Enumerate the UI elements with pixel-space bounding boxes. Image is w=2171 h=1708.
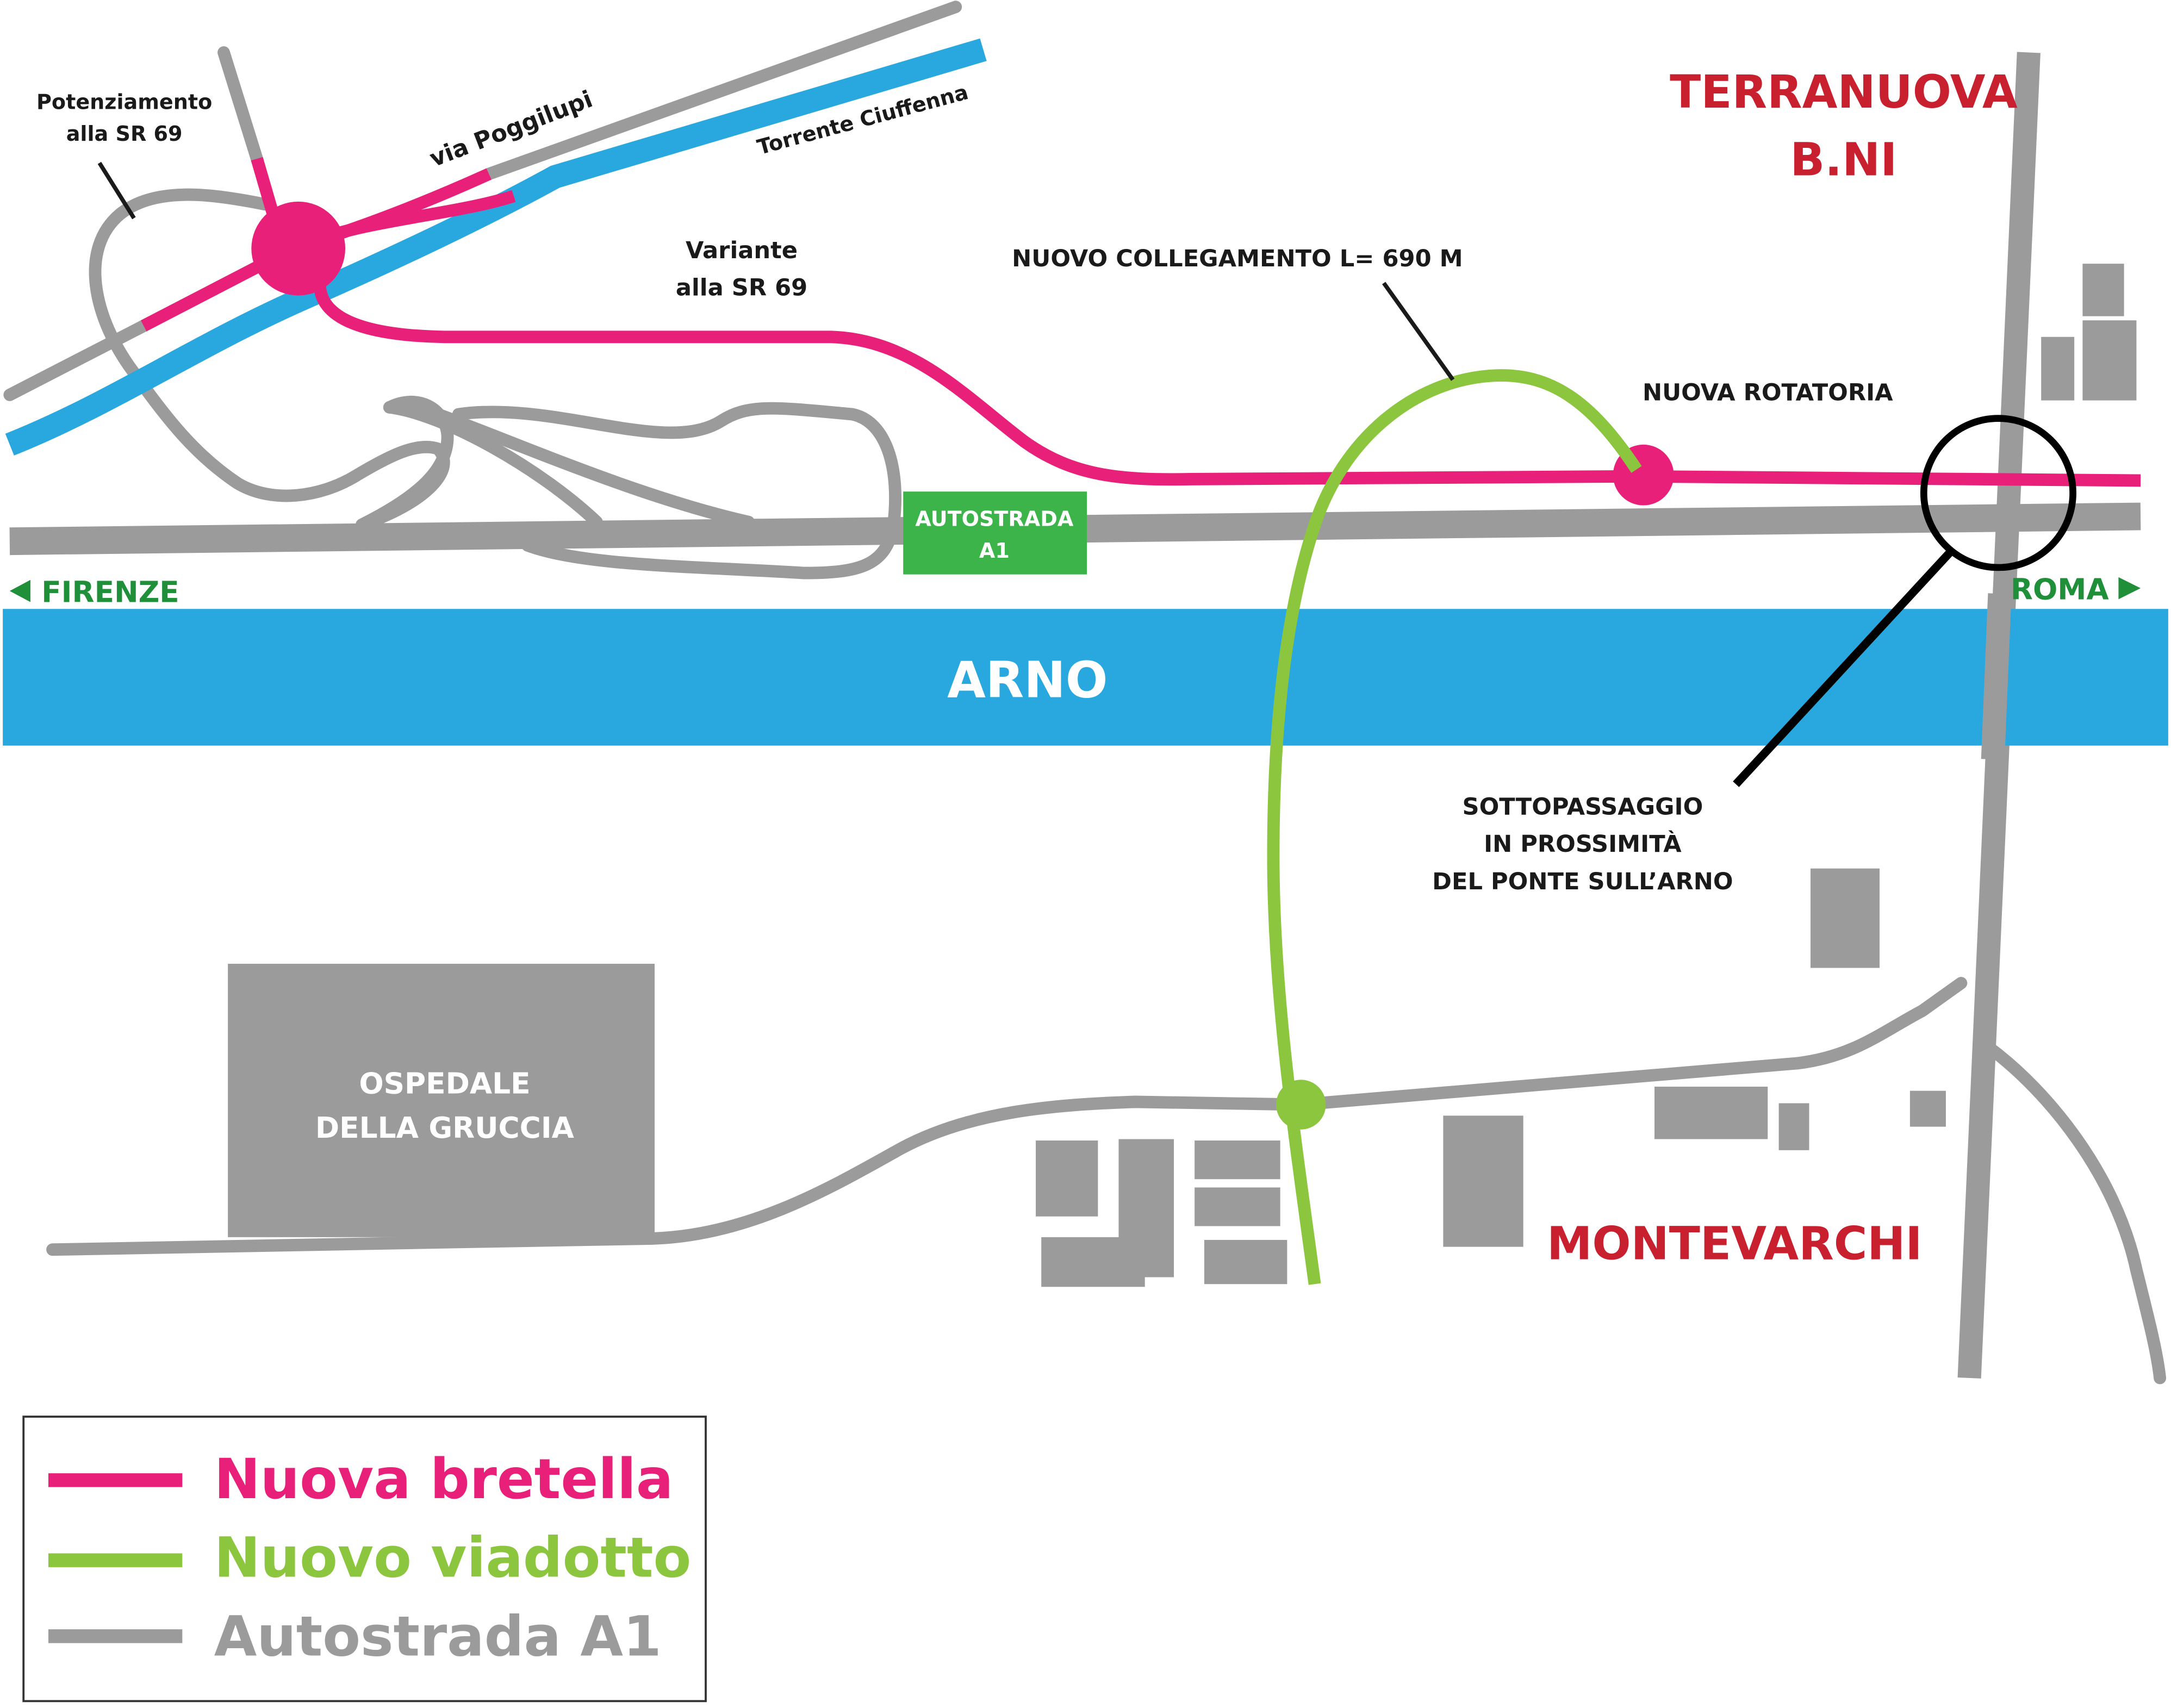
bretella-variante (313, 275, 1637, 486)
building (2041, 336, 2075, 401)
montevarchi-label: MONTEVARCHI (1547, 1217, 1923, 1270)
building (1778, 1103, 1809, 1150)
potenziamento-label-line2: alla SR 69 (66, 122, 183, 146)
nuovo-collegamento-label: NUOVO COLLEGAMENTO L= 690 M (1012, 245, 1463, 272)
firenze-label: FIRENZE (41, 575, 179, 609)
roundabout-sr69 (251, 201, 346, 296)
ramp-west-c (383, 401, 603, 528)
bretella-east (1636, 470, 2141, 487)
ramp-west-b (356, 396, 454, 531)
sottopassaggio-circle (1920, 415, 2076, 571)
potenziamento-label-line1: Potenziamento (36, 90, 212, 114)
autostrada-sign-line1: AUTOSTRADA (915, 507, 1073, 531)
triangle-left-icon (9, 579, 30, 602)
gray-road-network (3, 1, 2167, 1385)
legend-swatch-bretella (48, 1473, 183, 1487)
building (1443, 1115, 1523, 1247)
callout-lines (97, 161, 1455, 381)
ramp-west-d (431, 408, 755, 528)
ramp-east-loop (452, 402, 902, 579)
road-southeast (1985, 1043, 2167, 1385)
sottopassaggio-label-line2: IN PROSSIMITÀ (1484, 830, 1682, 858)
road-sw-gray (3, 320, 150, 401)
building (2082, 264, 2124, 316)
triangle-right-icon (2118, 577, 2141, 600)
terranuova-label-line2: B.NI (1790, 133, 1897, 186)
arno-river (3, 609, 2168, 746)
callout-sottopassaggio (1733, 549, 1954, 787)
nuovo-viadotto-route (1267, 369, 1642, 1285)
roundabout-loop (89, 188, 362, 502)
bridge-arno (1981, 593, 2012, 760)
ospedale-label-line1: OSPEDALE (359, 1067, 530, 1101)
building (1195, 1140, 1280, 1180)
legend-swatch-autostrada (48, 1629, 183, 1643)
variante-label-line1: Variante (686, 237, 798, 264)
sottopassaggio-label-line1: SOTTOPASSAGGIO (1463, 794, 1703, 821)
road-south (46, 977, 1968, 1256)
hospital-block (228, 963, 655, 1237)
callout-collegamento (1382, 282, 1455, 381)
road-north-gray (217, 46, 263, 165)
building (1204, 1239, 1287, 1285)
autostrada-sign-line2: A1 (979, 539, 1010, 563)
building (2082, 320, 2137, 401)
building (1654, 1086, 1768, 1139)
legend-label-autostrada: Autostrada A1 (214, 1604, 662, 1668)
building (1195, 1187, 1280, 1226)
ospedale-label-line2: DELLA GRUCCIA (315, 1111, 575, 1145)
nuova-rotatoria-label: NUOVA ROTATORIA (1643, 379, 1893, 407)
legend-label-viadotto: Nuovo viadotto (214, 1526, 692, 1590)
arno-label: ARNO (947, 651, 1108, 709)
legend: Nuova bretella Nuovo viadotto Autostrada… (22, 1416, 707, 1703)
variante-label-line2: alla SR 69 (676, 275, 807, 302)
viadotto-junction-marker (1276, 1080, 1326, 1130)
sottopassaggio-label-line3: DEL PONTE SULL’ARNO (1432, 868, 1733, 895)
autostrada-sign (903, 491, 1087, 575)
building (1909, 1090, 1946, 1127)
legend-swatch-viadotto (48, 1553, 183, 1567)
buildings (228, 264, 2137, 1287)
building (1036, 1140, 1098, 1217)
callout-potenziamento (97, 161, 136, 220)
building (1811, 868, 1880, 968)
building (1041, 1237, 1145, 1287)
legend-label-bretella: Nuova bretella (214, 1447, 674, 1511)
road-poggilupi-gray (482, 1, 962, 180)
roma-label: ROMA (2011, 572, 2109, 606)
terranuova-label-line1: TERRANUOVA (1670, 65, 2018, 119)
